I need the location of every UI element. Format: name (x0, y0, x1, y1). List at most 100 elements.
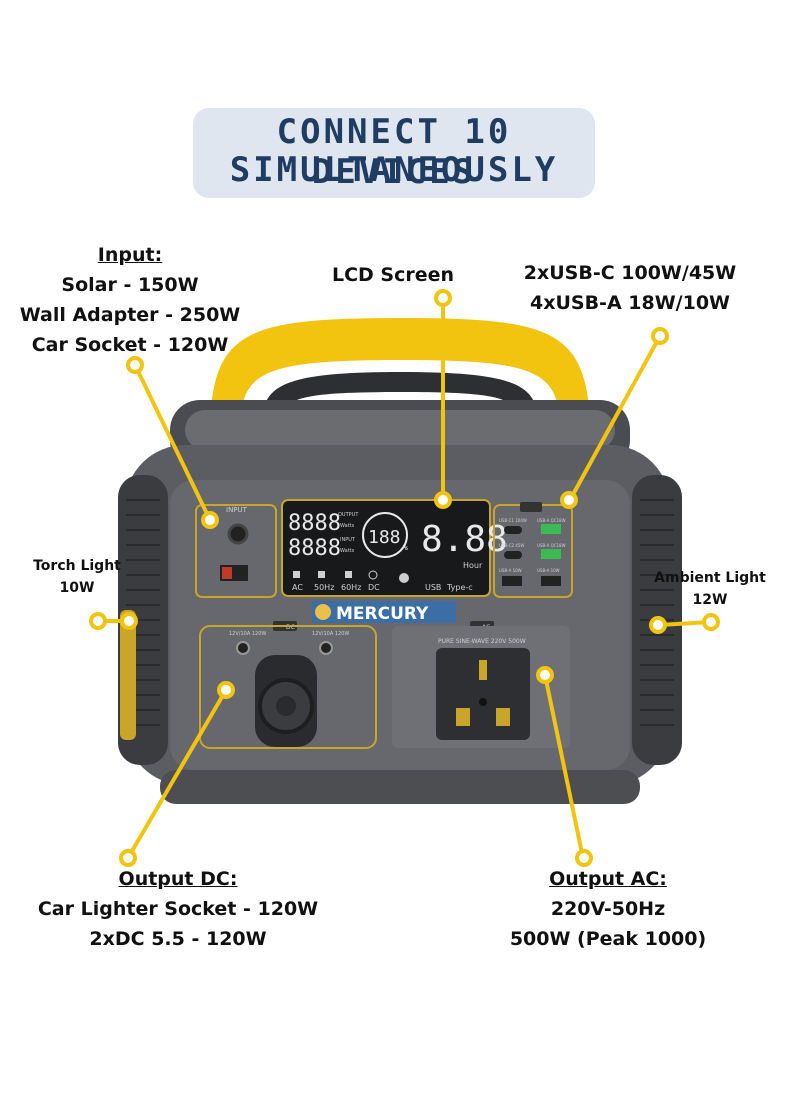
brand-bar (312, 601, 456, 623)
callout-ambient: Ambient Light 12W (650, 567, 770, 611)
lcd-hour-label: Hour (463, 561, 483, 570)
ac-panel-label: PURE SINE-WAVE 220V 500W (438, 638, 526, 645)
usb-c2-port (504, 551, 522, 559)
callout-output-ac-line: 220V-50Hz (550, 898, 666, 920)
dc-jack-left (236, 641, 250, 655)
usb-a1-port (502, 576, 522, 586)
callout-lcd-heading: LCD Screen (331, 264, 455, 286)
plug-indicator-icon-2 (345, 571, 352, 578)
callout-line-ac (543, 673, 585, 860)
callout-torch: Torch Light 10W (22, 555, 132, 599)
lcd-percent-sign: % (403, 543, 408, 552)
lcd-label-typec: Type-c (446, 583, 473, 592)
callout-output-ac: Output AC: 220V-50Hz 500W (Peak 1000) (478, 864, 738, 954)
input-port (227, 523, 249, 545)
power-button[interactable] (520, 502, 542, 512)
ac-pin-left (456, 708, 470, 726)
lcd-label-50hz: 50Hz (314, 583, 334, 592)
input-panel-label: INPUT (226, 506, 248, 514)
battery-ring (362, 512, 408, 558)
callout-output-dc-heading: Output DC: (118, 868, 238, 890)
ac-indicator-icon (293, 571, 300, 578)
callout-output-ac-line: 500W (Peak 1000) (509, 928, 707, 950)
usb-a2-label: USB-A 10W (537, 568, 560, 573)
callout-usb: 2xUSB-C 100W/45W 4xUSB-A 18W/10W (510, 258, 750, 318)
lcd-label-usb: USB (425, 583, 441, 592)
lcd-label-ac: AC (292, 583, 303, 592)
callout-usb-line: 4xUSB-A 18W/10W (529, 292, 730, 314)
lcd-watts-label-2: Watts (340, 548, 355, 554)
lcd-left-bottom: 8888 (288, 536, 341, 561)
callout-dot-ambient-end (702, 613, 720, 631)
title-banner (193, 108, 595, 198)
callout-dot-usb (560, 491, 578, 509)
dc-jack-left-label: 12V/10A 120W (229, 631, 266, 637)
usb-qc2-label: USB-A QC18W (537, 543, 566, 548)
plug-indicator-icon (318, 571, 325, 578)
callout-dot-input-end (126, 356, 144, 374)
dc-output-panel (199, 625, 377, 749)
callout-dot-usb-end (651, 327, 669, 345)
input-panel (195, 504, 277, 598)
callout-dot-input (201, 511, 219, 529)
callout-dot-torch-end (89, 612, 107, 630)
usb-c1-label: USB-C1 100W (499, 518, 527, 523)
callout-input-heading: Input: (97, 244, 163, 266)
callout-output-ac-heading: Output AC: (549, 868, 667, 890)
usb-qc1-label: USB-A QC18W (537, 518, 566, 523)
usb-qc2-port (541, 549, 561, 559)
usb-qc1-port (541, 524, 561, 534)
brand-name: MERCURY (336, 604, 429, 624)
lcd-output-label: OUTPUT (338, 512, 359, 518)
title-line-2: SIMULTANEOUSLY (229, 150, 559, 190)
car-socket-cap (276, 696, 296, 716)
usb-c1-port (504, 526, 522, 534)
device-lid-top (185, 410, 615, 450)
ac-pin-right (496, 708, 510, 726)
callout-usb-line: 2xUSB-C 100W/45W (523, 262, 737, 284)
callout-dot-ambient (649, 616, 667, 634)
lcd-screen (281, 499, 491, 597)
torch-light (120, 610, 136, 740)
dc-jack-right-label: 12V/10A 120W (312, 631, 349, 637)
callout-lcd: LCD Screen (318, 260, 468, 290)
callout-line-dc (126, 688, 228, 860)
callout-input: Input: Solar - 150W Wall Adapter - 250W … (10, 240, 250, 360)
callout-output-dc-line: Car Lighter Socket - 120W (37, 898, 319, 920)
usb-a2-port (541, 576, 561, 586)
callout-dot-dc (217, 681, 235, 699)
callout-output-dc: Output DC: Car Lighter Socket - 120W 2xD… (30, 864, 326, 954)
callout-line-ambient (658, 620, 712, 627)
callout-torch-line: 10W (59, 580, 95, 596)
lcd-input-label: INPUT (340, 537, 356, 543)
callout-ambient-line: 12W (692, 592, 728, 608)
title-line-1: CONNECT 10 DEVICES (276, 112, 512, 192)
callout-dot-lcd (434, 491, 452, 509)
lcd-watts-label: Watts (340, 523, 355, 529)
callout-input-line: Solar - 150W (61, 274, 199, 296)
callout-input-line: Car Socket - 120W (31, 334, 229, 356)
callout-line-usb (568, 334, 662, 502)
device-base (160, 770, 640, 804)
callout-dot-dc-end (119, 849, 137, 867)
callout-dot-lcd-end (434, 289, 452, 307)
handle-inner (262, 372, 538, 420)
dc-jack-right (319, 641, 333, 655)
callout-dot-torch (120, 612, 138, 630)
lcd-percent: 188 (368, 527, 401, 548)
fan-indicator-icon (399, 573, 409, 583)
callout-dot-ac (536, 666, 554, 684)
callout-dot-ac-end (575, 849, 593, 867)
lcd-left-top: 8888 (288, 511, 341, 536)
usb-c2-label: USB-C2 45W (499, 543, 524, 548)
usb-a1-label: USB-A 10W (499, 568, 522, 573)
handle-outer (210, 318, 590, 420)
callout-output-dc-line: 2xDC 5.5 - 120W (89, 928, 267, 950)
callout-line-input (133, 363, 212, 522)
lcd-label-60hz: 60Hz (341, 583, 361, 592)
clock-indicator-icon (368, 570, 378, 580)
callout-input-line: Wall Adapter - 250W (19, 304, 241, 326)
callout-ambient-line: Ambient Light (654, 570, 766, 586)
callout-torch-line: Torch Light (33, 558, 121, 574)
